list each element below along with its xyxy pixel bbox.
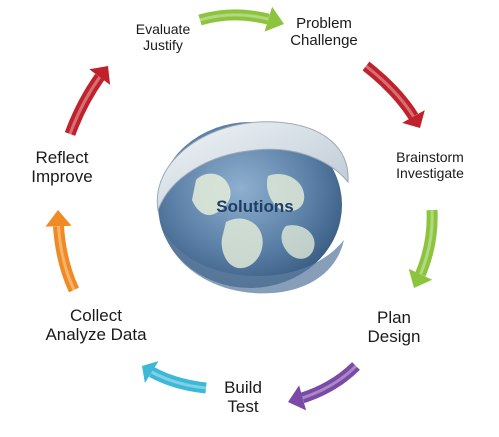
step-build: Build Test — [206, 378, 280, 416]
step-brainstorm: Brainstorm Investigate — [372, 149, 488, 181]
step-problem-line-2: Challenge — [290, 31, 358, 49]
step-reflect-line-2: Improve — [31, 167, 93, 187]
step-collect-line-1: Collect — [70, 306, 122, 325]
step-plan-line-1: Plan — [376, 308, 412, 327]
arrow-collect-to-reflect — [45, 210, 80, 293]
step-brainstorm-line-1: Brainstorm — [396, 149, 464, 165]
center-label: Solutions — [216, 197, 294, 216]
step-collect-line-2: Analyze Data — [45, 325, 147, 345]
arrows-layer — [45, 6, 438, 411]
step-brainstorm-line-2: Investigate — [396, 164, 464, 181]
arrow-problem-to-brainstorm — [362, 61, 425, 128]
step-build-line-1: Build — [224, 378, 262, 397]
step-plan-line-2: Design — [367, 327, 421, 347]
step-evaluate: Evaluate Justify — [118, 21, 208, 53]
arrow-brainstorm-to-plan — [408, 209, 438, 288]
step-problem-line-1: Problem — [296, 15, 352, 32]
arrow-build-to-collect — [142, 361, 207, 394]
step-reflect-line-1: Reflect — [35, 148, 89, 167]
step-plan: Plan Design — [348, 308, 440, 346]
arrow-reflect-to-evaluate — [64, 66, 111, 136]
step-build-line-2: Test — [227, 397, 259, 417]
arrow-evaluate-to-problem — [198, 6, 284, 32]
globe-icon — [156, 121, 349, 294]
step-problem: Problem Challenge — [278, 15, 370, 50]
arrow-plan-to-build — [288, 362, 360, 411]
step-collect: Collect Analyze Data — [28, 306, 164, 344]
step-evaluate-line-1: Evaluate — [135, 21, 191, 37]
step-reflect: Reflect Improve — [14, 148, 110, 186]
step-evaluate-line-2: Justify — [143, 36, 183, 53]
